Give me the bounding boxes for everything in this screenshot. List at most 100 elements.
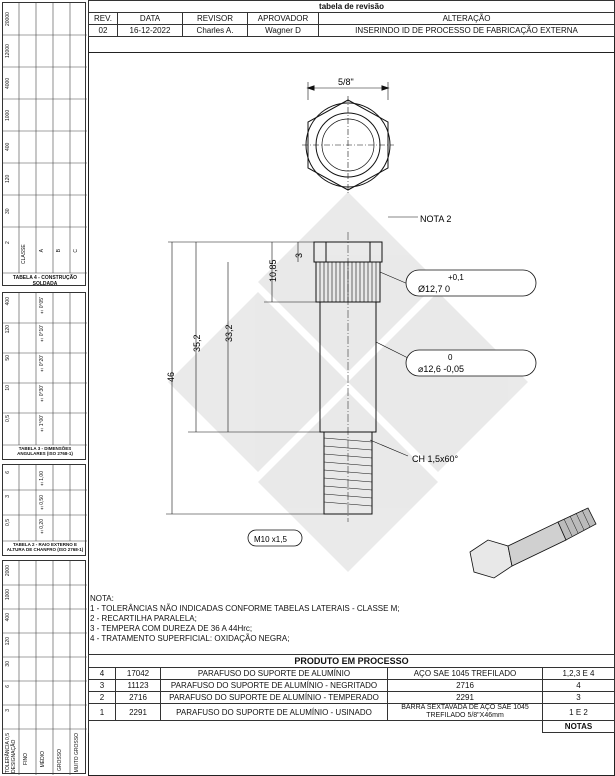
- table-2-grid: [3, 465, 87, 542]
- table-4-grid: [3, 3, 87, 274]
- table-3-grid: [3, 293, 87, 446]
- rev-header-data: DATA: [117, 12, 183, 25]
- t3-title: TABELA 3 - DIMENSÕES ANGULARES (ISO 2768…: [17, 446, 73, 456]
- t3-val-2: ±0°20': [39, 355, 45, 373]
- product-cell: 3: [88, 679, 116, 692]
- t1-header: TOLERÂNCIA DESIGNAÇÃO: [5, 739, 17, 773]
- table-1: 2000 1000 400 120 30 6 3 0,5 TOLERÂNCIA …: [2, 560, 87, 775]
- notes-title: NOTA:: [90, 594, 114, 603]
- chamfer-label: CH 1,5x60°: [412, 454, 459, 464]
- part-drawing-svg: 5/8": [166, 77, 597, 579]
- product-cell: 2291: [387, 691, 543, 704]
- t1-range-6: 1000: [5, 589, 11, 601]
- product-cell: PARAFUSO DO SUPORTE DE ALUMÍNIO - USINAD…: [160, 703, 388, 721]
- rev-value-alteracao: INSERINDO ID DE PROCESSO DE FABRICAÇÃO E…: [318, 24, 615, 37]
- t3-val-3: ±0°10': [39, 325, 45, 343]
- product-cell: 2: [88, 691, 116, 704]
- t4-range-5: 120: [5, 174, 11, 184]
- t4-class-a: A: [39, 249, 45, 253]
- t1-range-7: 2000: [5, 565, 11, 577]
- hex-top-view: [302, 82, 394, 194]
- t2-val-0: ±0,20: [39, 519, 45, 535]
- t3-range-2: 50: [5, 355, 11, 361]
- t4-class-header: CLASSE: [21, 244, 27, 264]
- t1-row-grosso: GROSSO: [57, 749, 63, 771]
- revision-block: tabela de revisão REV. DATA REVISOR APRO…: [88, 0, 615, 53]
- t2-range-1: 3: [5, 495, 11, 498]
- notes-footer-label: NOTAS: [542, 720, 615, 733]
- t3-range-0: 0,5: [5, 415, 11, 422]
- revision-title: tabela de revisão: [88, 0, 615, 13]
- thread-label: M10 x1,5: [254, 535, 287, 544]
- product-table-block: PRODUTO EM PROCESSO 4 17042 PARAFUSO DO …: [88, 654, 615, 776]
- note-item-2: 2 - RECARTILHA PARALELA;: [90, 614, 197, 623]
- dimension-lines: [166, 216, 418, 515]
- table-row: 1 2291 PARAFUSO DO SUPORTE DE ALUMÍNIO -…: [88, 703, 615, 721]
- bolt-side-view: [313, 232, 383, 522]
- t1-range-0: 0,5: [5, 733, 11, 740]
- t2-val-1: ±0,50: [39, 495, 45, 511]
- tolerance-strip: 20000 12000 4000 1000 400 120 30 2 CLASS…: [0, 0, 89, 776]
- t1-range-3: 30: [5, 661, 11, 667]
- t1-range-5: 400: [5, 613, 11, 622]
- watermark: [168, 192, 528, 572]
- product-cell: PARAFUSO DO SUPORTE DE ALUMÍNIO - NEGRIT…: [160, 679, 388, 692]
- t1-range-1: 3: [5, 709, 11, 712]
- rev-value-revisor: Charles A.: [182, 24, 248, 37]
- product-cell: PARAFUSO DO SUPORTE DE ALUMÍNIO: [160, 667, 388, 680]
- product-title: PRODUTO EM PROCESSO: [88, 654, 615, 668]
- label-nota-2: NOTA 2: [420, 214, 451, 224]
- t1-row-fino: FINO: [23, 753, 29, 765]
- dim-46: 46: [166, 372, 176, 382]
- product-cell: AÇO SAE 1045 TREFILADO: [387, 667, 543, 680]
- dim-hex-width: 5/8": [338, 77, 354, 87]
- note-item-4: 4 - TRATAMENTO SUPERFICIAL: OXIDAÇÃO NEG…: [90, 634, 290, 643]
- table-1-grid: [3, 561, 87, 775]
- t4-range-4: 400: [5, 142, 11, 152]
- product-cell: 1: [88, 703, 116, 721]
- note-item-3: 3 - TEMPERA COM DUREZA DE 36 A 44Hrc;: [90, 624, 253, 633]
- dia2-tolerance: 0: [448, 353, 453, 362]
- product-table: PRODUTO EM PROCESSO 4 17042 PARAFUSO DO …: [88, 654, 615, 733]
- rev-value-aprovador: Wagner D: [247, 24, 319, 37]
- diameter-callout-1: [405, 269, 537, 297]
- rev-header-rev: REV.: [88, 12, 118, 25]
- general-notes: NOTA: 1 - TOLERÂNCIAS NÃO INDICADAS CONF…: [90, 594, 610, 644]
- dim-10-85: 10,85: [268, 259, 278, 282]
- rev-header-aprovador: APROVADOR: [247, 12, 319, 25]
- product-cell: 2291: [115, 703, 161, 721]
- t4-range-0: 20000: [5, 12, 11, 26]
- t2-range-2: 6: [5, 471, 11, 474]
- table-2: 0,5 3 6 ±0,20 ±0,50 ±1,00 TABELA 2 - RAI…: [2, 464, 87, 556]
- dia2-main: ⌀12,6 -0,05: [418, 364, 464, 374]
- t4-class-c: C: [73, 249, 79, 253]
- t4-range-1: 12000: [5, 44, 11, 58]
- t3-val-4: ±0°05': [39, 297, 45, 315]
- product-cell: 4: [88, 667, 116, 680]
- product-footer-blank: [88, 720, 543, 733]
- t4-class-b: B: [56, 249, 62, 253]
- t3-range-1: 10: [5, 385, 11, 391]
- rev-header-alteracao: ALTERAÇÃO: [318, 12, 615, 25]
- table-3: 0,5 10 50 120 400 ±1°00' ±0°30' ±0°20' ±…: [2, 292, 87, 460]
- product-cell: 1 E 2: [542, 703, 615, 721]
- dim-33-2: 33,2: [224, 324, 234, 342]
- t4-title: TABELA 4 - CONSTRUÇÃO SOLDADA: [12, 275, 78, 287]
- dim-3: 3: [294, 253, 304, 258]
- t3-range-3: 120: [5, 325, 11, 334]
- product-cell: PARAFUSO DO SUPORTE DE ALUMÍNIO - TEMPER…: [160, 691, 388, 704]
- t1-range-2: 6: [5, 685, 11, 688]
- product-cell: 2716: [115, 691, 161, 704]
- table-row: 2 2716 PARAFUSO DO SUPORTE DE ALUMÍNIO -…: [88, 691, 615, 704]
- t2-range-0: 0,5: [5, 519, 11, 526]
- t4-range-2: 4000: [5, 77, 11, 89]
- t3-range-4: 400: [5, 297, 11, 306]
- t4-range-3: 1000: [5, 109, 11, 121]
- thread-callout: [247, 529, 303, 547]
- t1-range-4: 120: [5, 637, 11, 646]
- product-cell: 2716: [387, 679, 543, 692]
- isometric-bolt: [469, 507, 597, 579]
- dim-35-2: 35,2: [192, 334, 202, 352]
- product-cell: 3: [542, 691, 615, 704]
- note-item-1: 1 - TOLERÂNCIAS NÃO INDICADAS CONFORME T…: [90, 604, 400, 613]
